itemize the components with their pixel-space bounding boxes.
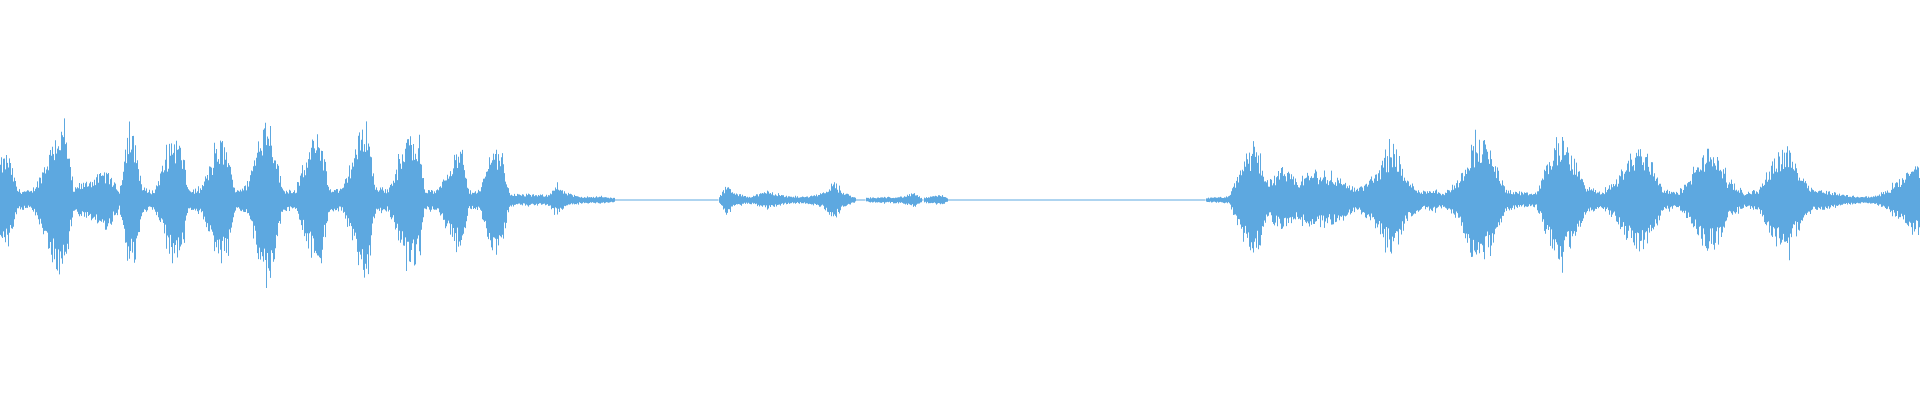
- waveform-trace: [0, 118, 1920, 288]
- waveform-path: [0, 118, 1920, 288]
